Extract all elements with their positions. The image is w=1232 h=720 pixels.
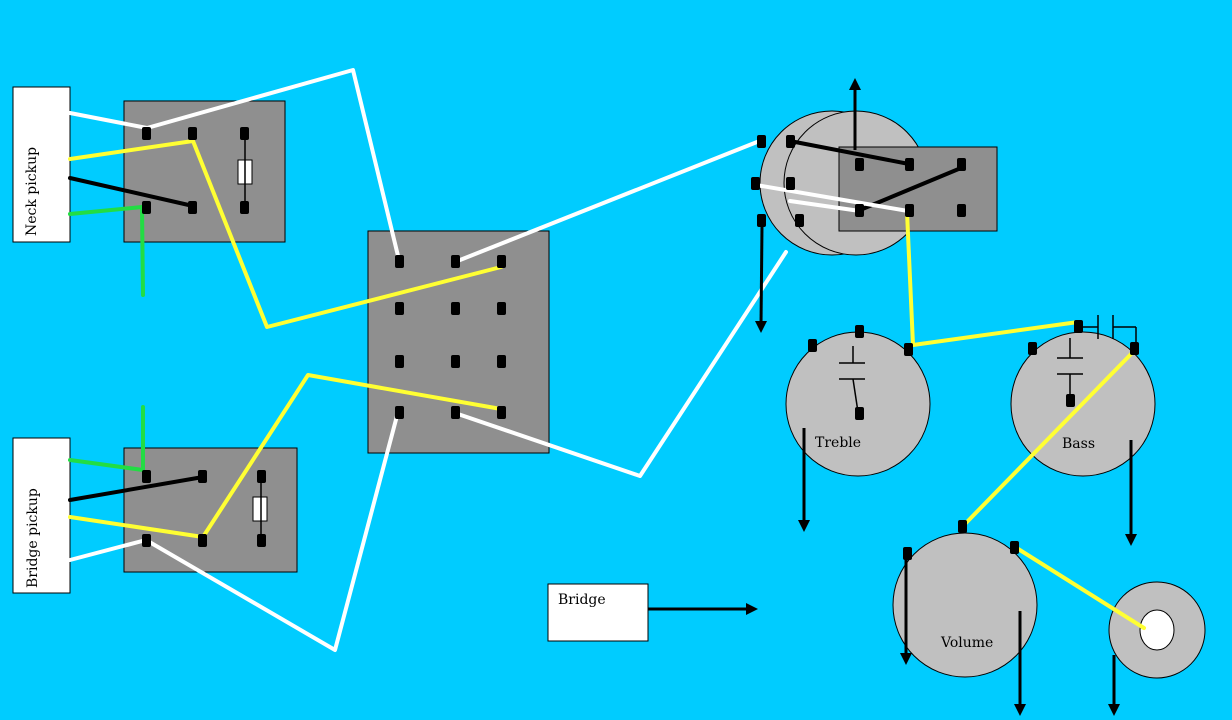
pushpull-white-wire-3 xyxy=(754,183,910,213)
treble-capacitor xyxy=(839,346,865,413)
volume-pot xyxy=(892,532,1038,678)
bridge-switch-resistor xyxy=(252,496,268,522)
bridge-box xyxy=(547,583,649,642)
pushpull-yellow-wire xyxy=(905,210,1080,347)
treble-label: Treble xyxy=(815,435,861,451)
pushpull-white-wire-4 xyxy=(788,199,862,213)
bridge-green-wire xyxy=(68,405,145,472)
volume-label: Volume xyxy=(940,635,993,651)
pushpull-black-wire-2 xyxy=(858,166,963,212)
bridge-label: Bridge xyxy=(558,592,606,608)
terminal-lugs xyxy=(142,127,1139,560)
neck-white-wire xyxy=(68,68,401,262)
bass-label: Bass xyxy=(1062,436,1095,452)
bridge-pickup-label: Bridge pickup xyxy=(25,488,41,588)
neck-pickup-box xyxy=(12,86,71,243)
bridge-coil-switch xyxy=(123,447,298,573)
volume-yellow-wire xyxy=(1013,545,1146,630)
selector-out-white-wire-2 xyxy=(453,250,788,478)
neck-pickup-label: Neck pickup xyxy=(24,147,40,236)
bridge-black-wire xyxy=(68,475,205,502)
bridge-yellow-wire xyxy=(68,373,503,539)
output-jack-hole xyxy=(1139,609,1175,651)
neck-black-wire xyxy=(68,176,195,208)
ground-arrows xyxy=(648,78,1137,716)
push-pull-switch xyxy=(838,146,998,232)
bridge-white-wire xyxy=(68,410,400,652)
selector-out-white-wire xyxy=(453,140,759,264)
bass-yellow-wire xyxy=(961,348,1137,528)
neck-yellow-wire xyxy=(68,139,503,329)
pushpull-black-wire-1 xyxy=(788,139,911,166)
bridge-pickup-box xyxy=(12,437,71,594)
